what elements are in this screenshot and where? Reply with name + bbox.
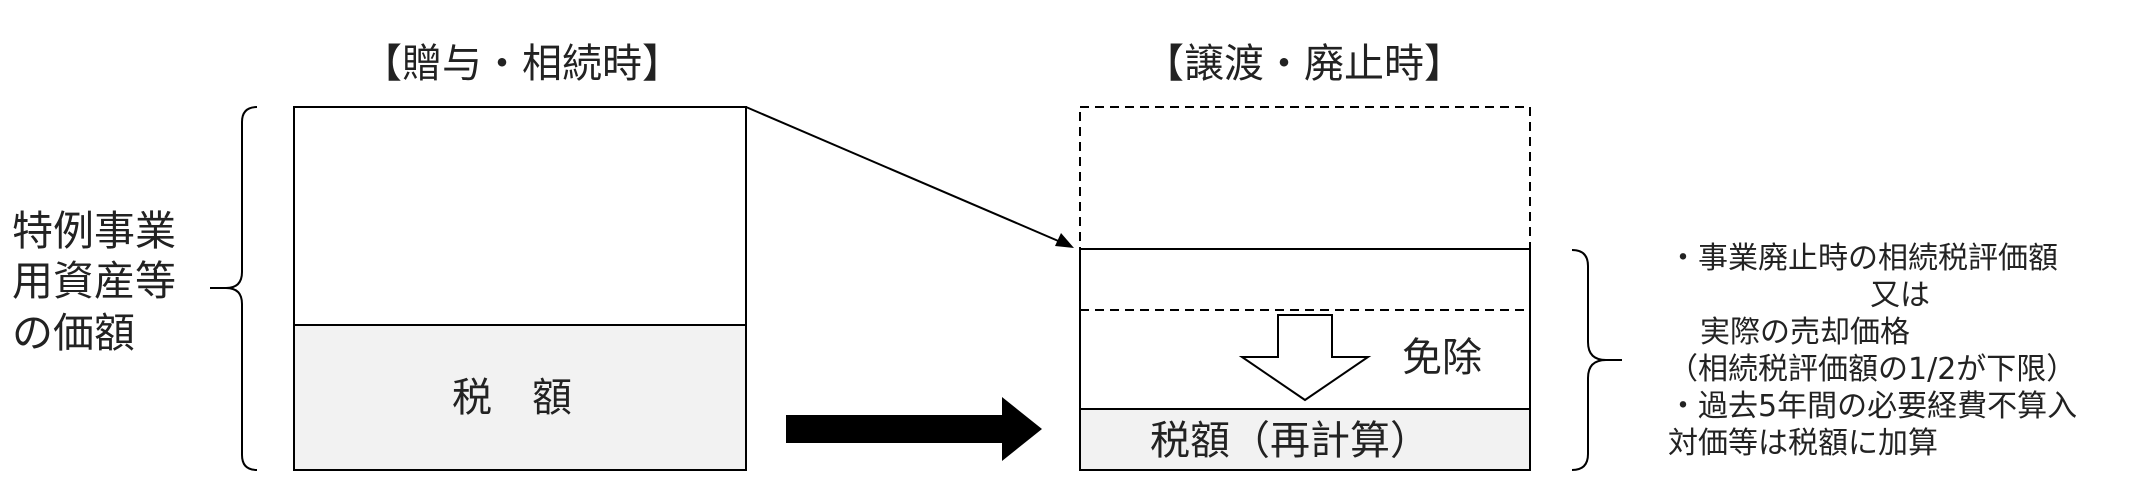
big-right-arrow[interactable] bbox=[786, 397, 1042, 461]
note-line-2: 又は bbox=[1870, 278, 1930, 313]
left-label-line-2: 用資産等 bbox=[12, 257, 176, 305]
exemption-label: 免除 bbox=[1402, 335, 1482, 381]
left-tax-box bbox=[293, 324, 747, 471]
left-title: 【贈与・相続時】 bbox=[362, 41, 682, 87]
left-tax-label: 税 額 bbox=[452, 375, 572, 421]
left-label-line-3: の価額 bbox=[12, 309, 135, 357]
right-dashed-box bbox=[1079, 106, 1531, 250]
note-line-4: （相続税評価額の1/2が下限） bbox=[1668, 352, 2077, 387]
recalc-tax-label: 税額（再計算） bbox=[1150, 418, 1430, 464]
connector-arrowhead bbox=[1055, 233, 1074, 248]
exemption-down-arrow bbox=[1238, 314, 1372, 402]
left-label-line-1: 特例事業 bbox=[12, 207, 176, 255]
note-line-3: 実際の売却価格 bbox=[1700, 315, 1910, 350]
connector-line bbox=[745, 106, 1064, 244]
note-line-6: 対価等は税額に加算 bbox=[1668, 426, 1938, 461]
note-line-5: ・過去5年間の必要経費不算入 bbox=[1668, 389, 2078, 424]
left-brace bbox=[225, 106, 258, 471]
left-asset-box bbox=[293, 106, 747, 326]
right-recalc-tax-box bbox=[1079, 408, 1531, 471]
right-brace bbox=[1571, 249, 1607, 471]
note-line-1: ・事業廃止時の相続税評価額 bbox=[1668, 241, 2058, 276]
right-title: 【譲渡・廃止時】 bbox=[1144, 41, 1464, 87]
